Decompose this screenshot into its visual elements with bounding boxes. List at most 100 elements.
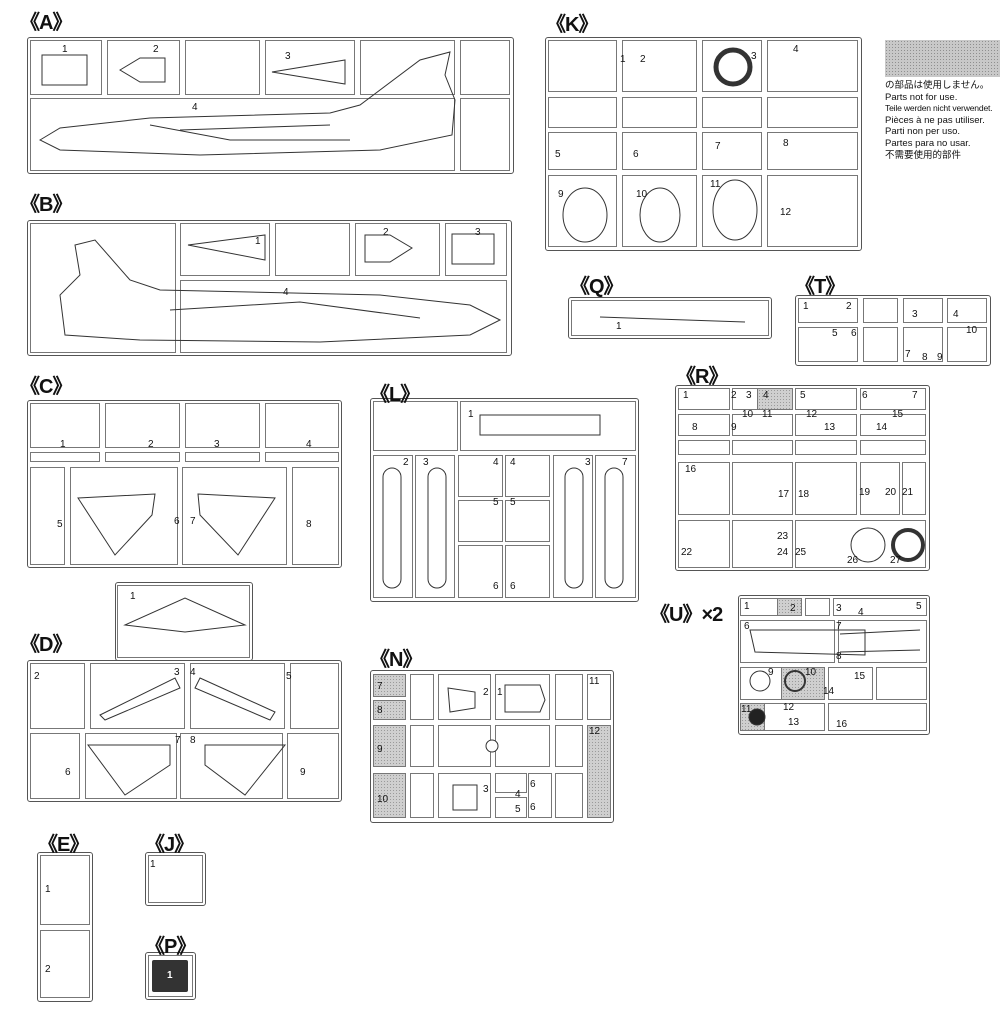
sprue-cell xyxy=(795,388,857,410)
part-number-k-9: 9 xyxy=(558,189,564,200)
part-number-l-4: 4 xyxy=(510,457,516,468)
part-number-q-1: 1 xyxy=(616,321,622,332)
sprue-cell xyxy=(903,298,943,323)
not-for-use-cell xyxy=(587,725,611,818)
sprue-cell xyxy=(105,452,180,462)
part-number-n-3: 3 xyxy=(483,784,489,795)
part-number-t-3: 3 xyxy=(912,309,918,320)
sprue-cell xyxy=(902,462,926,515)
part-number-p-1: 1 xyxy=(167,970,173,981)
sprue-cell xyxy=(555,674,583,720)
part-number-l-1: 1 xyxy=(468,409,474,420)
sprue-cell xyxy=(180,223,270,276)
sprue-cell xyxy=(185,40,260,95)
sprue-cell xyxy=(795,520,926,568)
part-number-c-2: 2 xyxy=(148,439,154,450)
sprue-cell xyxy=(795,440,857,455)
sprue-cell xyxy=(505,455,550,497)
part-number-r-15: 15 xyxy=(892,409,904,420)
part-number-k-6: 6 xyxy=(633,149,639,160)
sprue-cell xyxy=(458,455,503,497)
part-number-b-4: 4 xyxy=(283,287,289,298)
sprue-k-frame xyxy=(545,37,862,251)
sprue-cell xyxy=(548,40,617,92)
part-number-a-3: 3 xyxy=(285,51,291,62)
part-number-r-20: 20 xyxy=(885,487,897,498)
sprue-cell xyxy=(290,663,339,729)
sprue-cell xyxy=(555,725,583,767)
part-number-r-1: 1 xyxy=(683,390,689,401)
sprue-u-label: 《U》×2 xyxy=(650,604,723,626)
part-number-u-10: 10 xyxy=(805,667,817,678)
part-number-n-9: 9 xyxy=(377,744,383,755)
sprue-cell xyxy=(555,773,583,818)
part-number-d-8: 8 xyxy=(190,735,196,746)
sprue-cell xyxy=(795,414,857,436)
legend-line: の部品は使用しません。 xyxy=(885,80,990,91)
sprue-cell xyxy=(903,327,943,362)
sprue-cell xyxy=(838,620,927,663)
sprue-cell xyxy=(460,401,636,451)
part-number-d-7: 7 xyxy=(175,735,181,746)
part-number-c-8: 8 xyxy=(306,519,312,530)
legend-line: Parts not for use. xyxy=(885,91,958,103)
sprue-cell xyxy=(798,327,858,362)
sprue-cell xyxy=(505,500,550,542)
part-number-k-8: 8 xyxy=(783,138,789,149)
part-number-t-6: 6 xyxy=(851,328,857,339)
sprue-cell xyxy=(860,388,926,410)
part-number-k-7: 7 xyxy=(715,141,721,152)
sprue-j-frame xyxy=(145,852,206,906)
sprue-cell xyxy=(702,132,762,170)
part-number-d-2: 2 xyxy=(34,671,40,682)
sprue-cell xyxy=(740,620,835,663)
sprue-r-label: 《R》 xyxy=(676,366,728,388)
part-number-u-16: 16 xyxy=(836,719,848,730)
sprue-cell xyxy=(548,132,617,170)
part-number-r-27: 27 xyxy=(890,555,902,566)
sprue-cell xyxy=(105,403,180,448)
part-number-r-9: 9 xyxy=(731,422,737,433)
part-number-k-10: 10 xyxy=(636,189,648,200)
sprue-cell xyxy=(805,598,830,616)
part-number-j-1: 1 xyxy=(150,859,156,870)
sprue-l-frame xyxy=(370,398,639,602)
part-number-b-3: 3 xyxy=(475,227,481,238)
part-number-l-6: 6 xyxy=(493,581,499,592)
sprue-cell xyxy=(410,725,434,767)
sprue-cell xyxy=(732,440,793,455)
part-number-l-4: 4 xyxy=(493,457,499,468)
part-number-k-1: 1 xyxy=(620,54,626,65)
sprue-cell xyxy=(292,467,339,565)
sprue-cell xyxy=(410,773,434,818)
sprue-cell xyxy=(678,440,730,455)
part-number-r-3: 3 xyxy=(746,390,752,401)
sprue-cell xyxy=(182,467,287,565)
part-number-d-9: 9 xyxy=(300,767,306,778)
sprue-cell xyxy=(678,388,730,410)
not-for-use-cell xyxy=(373,700,406,720)
part-number-r-2: 2 xyxy=(731,390,737,401)
sprue-cell xyxy=(410,674,434,720)
part-number-n-12: 12 xyxy=(589,726,601,737)
sprue-cell xyxy=(30,733,80,799)
sprue-cell xyxy=(40,930,90,998)
part-number-l-6: 6 xyxy=(510,581,516,592)
sprue-cell xyxy=(495,725,550,767)
sprue-cell xyxy=(767,40,858,92)
sprue-p-label: 《P》 xyxy=(145,936,196,958)
sprue-cell xyxy=(678,414,730,436)
part-number-d-3: 3 xyxy=(174,667,180,678)
sprue-cell xyxy=(458,545,503,598)
part-number-l-5: 5 xyxy=(493,497,499,508)
sprue-t-frame xyxy=(795,295,991,366)
sprue-cell xyxy=(702,97,762,128)
sprue-l-label: 《L》 xyxy=(370,384,420,406)
part-number-t-10: 10 xyxy=(966,325,978,336)
sprue-cell xyxy=(622,97,697,128)
sprue-n-label: 《N》 xyxy=(370,649,422,671)
part-number-r-16: 16 xyxy=(685,464,697,475)
part-number-u-1: 1 xyxy=(744,601,750,612)
sprue-cell xyxy=(373,455,413,598)
part-number-d-6: 6 xyxy=(65,767,71,778)
